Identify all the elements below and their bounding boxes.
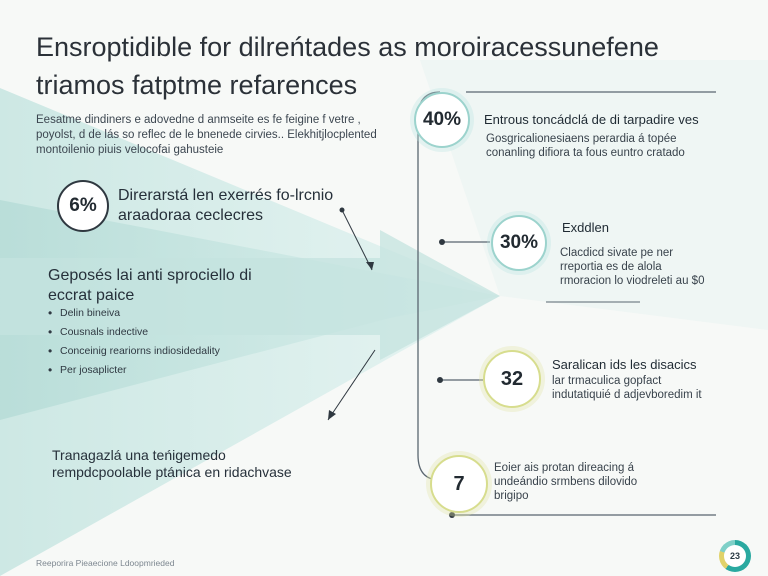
badge-number: 23 (724, 545, 746, 567)
stat-circle-3: 32 (483, 350, 541, 408)
arrow-line (327, 349, 376, 421)
dot-marker-icon (437, 377, 443, 383)
intro-paragraph: Eesatme dindiners e adovedne d anmseite … (36, 114, 377, 156)
stat-heading: Direrarstá len exerrés fo-lrcnio araador… (118, 187, 334, 224)
footer-note: Reeporira Pieaecione Ldoopmrieded (36, 558, 175, 568)
list-item: Delin bineiva (48, 306, 268, 320)
dot-marker-icon (439, 239, 445, 245)
logo-badge-icon: 23 (719, 540, 751, 572)
stat-circle-2: 30% (491, 215, 547, 271)
list-heading: Geposés lai anti sprociello di eccrat pa… (48, 267, 252, 304)
stat-circle: 6% (57, 180, 109, 232)
stat-body-1: Gosgricalionesiaens perardia á topée con… (486, 133, 685, 159)
arrow-line (341, 209, 373, 271)
stat-heading-2: Exddlen (562, 220, 609, 235)
page-title: Ensroptidible for dilreńtades as moroira… (36, 32, 659, 100)
bottom-left-text: Tranagazlá una teńigemedo rempdcpoolable… (52, 447, 292, 480)
stat-heading-1: Entrous toncádclá de di tarpadire ves (484, 112, 699, 127)
stat-body-4: Eoier ais protan direacing á undeándio s… (494, 462, 638, 502)
stat-circle-4: 7 (430, 455, 488, 513)
stat-heading-3: Saralican ids les disacics (552, 357, 697, 372)
list-item: Per josaplicter (48, 363, 268, 377)
list-item: Cousnals indective (48, 325, 268, 339)
arrow-head-icon (366, 262, 374, 270)
bullet-list: Delin bineiva Cousnals indective Concein… (48, 306, 268, 382)
stat-body-2: Clacdicd sivate pe ner rreportia es de a… (560, 247, 705, 287)
stat-body-3: lar trmaculica gopfact indutatiquié d ad… (552, 375, 702, 401)
dot-marker-icon (449, 512, 455, 518)
dot-marker-icon (339, 207, 345, 213)
stat-circle-1: 40% (414, 92, 470, 148)
list-item: Conceinig reariorns indiosidedality (48, 344, 268, 358)
arrow-head-icon (328, 410, 336, 420)
